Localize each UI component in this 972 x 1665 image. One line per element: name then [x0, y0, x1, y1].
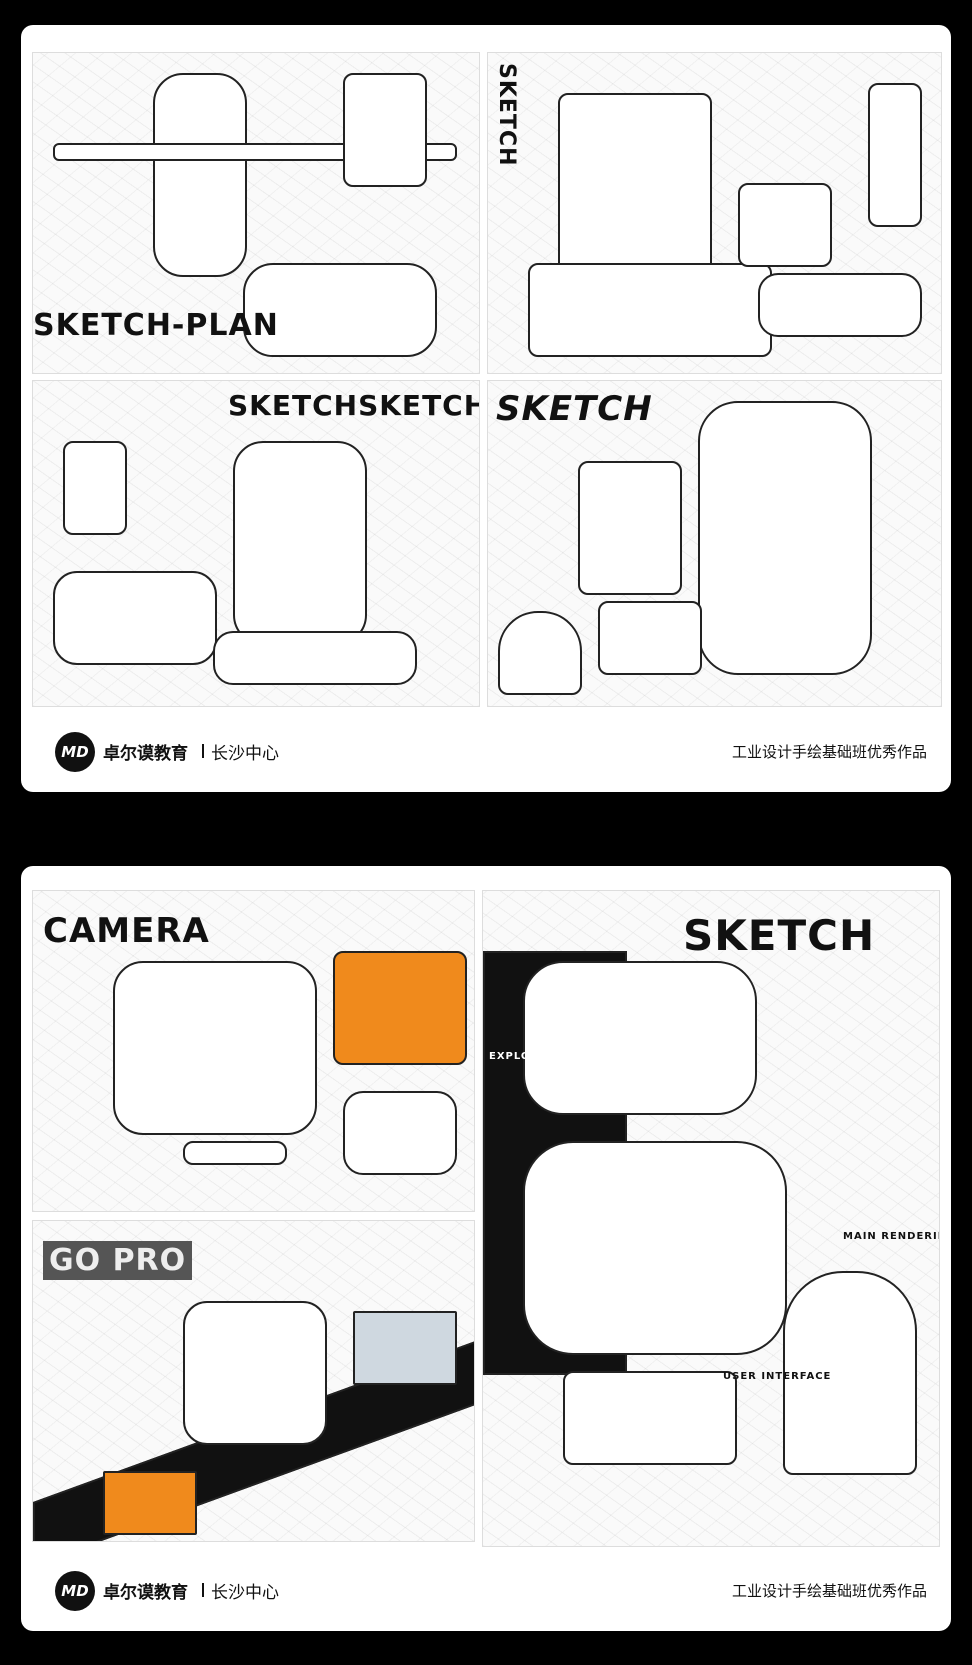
brand-logo: MD [55, 732, 95, 772]
sketch-drone: SKETCH-PLAN [32, 52, 480, 374]
sketch-tracked-robot: SKETCHSKETCH [32, 380, 480, 707]
brand-name: 卓尔谟教育 [103, 744, 188, 764]
artwork-card-1: SKETCH-PLAN SKETCH SKETCHSKETCH SKETCH M… [21, 25, 951, 792]
divider [202, 1583, 204, 1597]
card-footer: MD 卓尔谟教育 长沙中心 工业设计手绘基础班优秀作品 [21, 1545, 951, 1631]
caption: 工业设计手绘基础班优秀作品 [731, 1582, 927, 1600]
sketch-planter-robot: SKETCH [487, 52, 942, 374]
lettering-sketch: SKETCH [496, 389, 653, 429]
center-name: 长沙中心 [211, 1583, 279, 1603]
lettering-sketch-large: SKETCH [683, 911, 876, 960]
annotation-user-interface: USER INTERFACE [723, 1371, 832, 1382]
brand-logo: MD [55, 1571, 95, 1611]
brand-name: 卓尔谟教育 [103, 1583, 188, 1603]
lettering-sketch-vertical: SKETCH [494, 63, 519, 167]
card-footer: MD 卓尔谟教育 长沙中心 工业设计手绘基础班优秀作品 [21, 706, 951, 792]
lettering-camera: CAMERA [43, 911, 210, 951]
annotation-explosive-view: EXPLOSIVE VIEW [489, 1051, 598, 1062]
caption: 工业设计手绘基础班优秀作品 [731, 743, 927, 761]
lettering-gopro: GO PRO [43, 1241, 193, 1280]
divider [202, 744, 204, 758]
lettering-sketch-plan: SKETCH-PLAN [33, 308, 279, 343]
sketch-camera: CAMERA [32, 890, 475, 1212]
artwork-card-2: CAMERA GO PRO SKETCH EXPLOSIVE VIEW USER… [21, 866, 951, 1631]
lettering-sketchsketch: SKETCHSKETCH [228, 389, 480, 422]
sketch-gopro: GO PRO [32, 1220, 475, 1542]
center-name: 长沙中心 [211, 744, 279, 764]
annotation-main-rendering: MAIN RENDERING [843, 1231, 939, 1242]
sketch-vr-headset: SKETCH EXPLOSIVE VIEW USER INTERFACE MAI… [482, 890, 940, 1547]
sketch-tall-robot: SKETCH [487, 380, 942, 707]
